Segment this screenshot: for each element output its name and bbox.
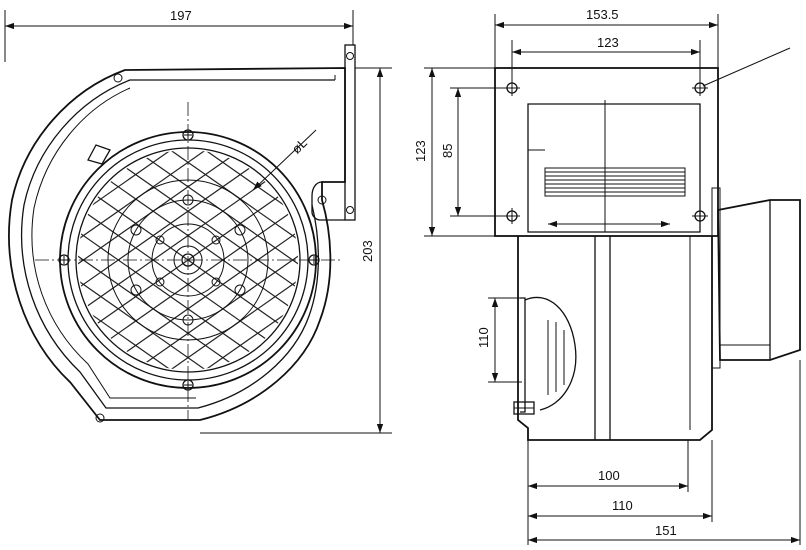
outlet-duct [527,103,701,233]
front-width-label: 197 [170,8,192,23]
housing-outline [8,67,346,421]
rotor-fins [545,171,685,193]
inlet-ring [520,297,526,413]
flange-hole-top [346,52,354,60]
flange-foot [311,181,345,221]
hole-spacing-v-label: 85 [440,144,455,158]
outlet-label: 110 [476,327,491,348]
inlet-cone [524,296,577,411]
depth-110-label: 110 [612,498,633,513]
motor-mount [711,187,721,369]
flange-height-label: 123 [413,140,428,162]
side-view: 153.5 123 123 85 110 100 110 [413,7,801,545]
side-housing-body [517,236,713,441]
mount-hole-bottom-left [95,413,105,423]
depth-151-label: 151 [655,523,677,538]
housing-inner-rim-2 [31,87,196,399]
diameter-leader [252,129,317,191]
housing-tab [87,144,111,165]
flange-hole-bottom [346,206,354,214]
hole-leader [702,47,791,87]
rotor-band [544,167,686,197]
depth-100-label: 100 [598,468,620,483]
motor-box [717,199,801,361]
housing-inner-rim [20,79,335,409]
front-height-label: 203 [360,240,375,262]
mount-hole [317,195,327,205]
mount-hole-top-left [113,73,123,83]
hole-spacing-h-label: 123 [597,35,619,50]
flange-holes [504,80,708,224]
outlet-flange [344,44,356,221]
inlet-fins [547,320,565,395]
flange-width-label: 153.5 [586,7,619,22]
side-flange-plate [494,67,719,237]
front-view: øL 197 203 [4,8,392,434]
